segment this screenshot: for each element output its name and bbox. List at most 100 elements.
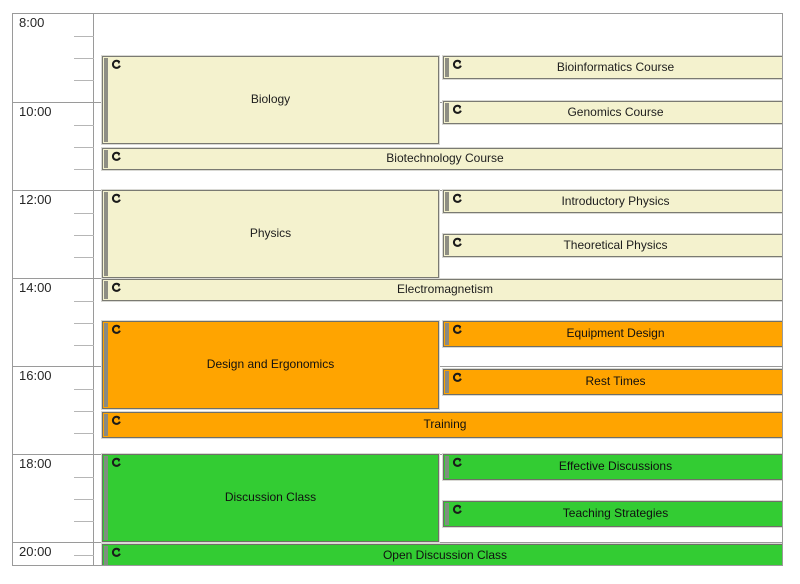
calendar-event-rest-times[interactable]: Rest Times [442, 368, 782, 396]
event-accent-bar [104, 456, 108, 540]
recurrence-icon [110, 456, 122, 468]
hour-row-1400: 14:00 [13, 278, 94, 366]
recurrence-icon [110, 58, 122, 70]
quarter-hour-tick [74, 433, 94, 434]
quarter-hour-tick [74, 301, 94, 302]
event-title: Biotechnology Course [386, 152, 504, 166]
event-accent-bar [104, 323, 108, 407]
event-accent-bar [445, 323, 449, 345]
calendar-event-design-and-ergonomics[interactable]: Design and Ergonomics [101, 320, 440, 410]
event-accent-bar [445, 371, 449, 393]
calendar-event-physics[interactable]: Physics [101, 189, 440, 279]
event-accent-bar [445, 192, 449, 211]
recurrence-icon [110, 192, 122, 204]
hour-label: 12:00 [19, 192, 52, 207]
calendar-event-genomics-course[interactable]: Genomics Course [442, 100, 782, 125]
event-title: Open Discussion Class [382, 549, 508, 563]
quarter-hour-tick [74, 345, 94, 346]
event-title: Bioinformatics Course [556, 60, 675, 74]
schedule-calendar[interactable]: 8:00 10:00 12:00 14:00 16:00 18:00 20:00 Biolo… [12, 13, 783, 566]
hour-grid-line [94, 278, 782, 279]
calendar-event-introductory-physics[interactable]: Introductory Physics [442, 189, 782, 214]
event-title: Electromagnetism [396, 283, 494, 297]
event-accent-bar [104, 150, 108, 168]
event-accent-bar [104, 58, 108, 142]
quarter-hour-tick [74, 521, 94, 522]
event-accent-bar [104, 192, 108, 276]
quarter-hour-tick [74, 411, 94, 412]
hour-label: 14:00 [19, 280, 52, 295]
calendar-event-biotechnology-course[interactable]: Biotechnology Course [101, 147, 782, 171]
hour-row-800: 8:00 [13, 14, 94, 102]
event-title: Equipment Design [566, 327, 665, 341]
event-accent-bar [445, 58, 449, 77]
event-title: Effective Discussions [558, 460, 673, 474]
recurrence-icon [110, 323, 122, 335]
calendar-event-biology[interactable]: Biology [101, 55, 440, 145]
event-title: Genomics Course [567, 105, 664, 119]
quarter-hour-tick [74, 213, 94, 214]
time-axis-gutter: 8:00 10:00 12:00 14:00 16:00 18:00 20:00 [13, 14, 94, 565]
event-accent-bar [104, 546, 108, 565]
recurrence-icon [451, 236, 463, 248]
quarter-hour-tick [74, 80, 94, 81]
hour-label: 18:00 [19, 456, 52, 471]
quarter-hour-tick [74, 36, 94, 37]
event-title: Physics [249, 227, 292, 241]
quarter-hour-tick [74, 499, 94, 500]
calendar-event-theoretical-physics[interactable]: Theoretical Physics [442, 233, 782, 258]
event-title: Biology [250, 93, 291, 107]
recurrence-icon [451, 371, 463, 383]
event-title: Training [423, 418, 467, 432]
recurrence-icon [110, 281, 122, 293]
event-title: Theoretical Physics [563, 238, 668, 252]
hour-row-1200: 12:00 [13, 190, 94, 278]
hour-label: 20:00 [19, 544, 52, 559]
event-accent-bar [445, 503, 449, 525]
calendar-event-open-discussion-class[interactable]: Open Discussion Class [101, 543, 782, 565]
event-accent-bar [104, 414, 108, 436]
hour-row-1600: 16:00 [13, 366, 94, 454]
hour-row-1800: 18:00 [13, 454, 94, 542]
quarter-hour-tick [74, 58, 94, 59]
recurrence-icon [451, 456, 463, 468]
quarter-hour-tick [74, 323, 94, 324]
quarter-hour-tick [74, 389, 94, 390]
recurrence-icon [110, 150, 122, 162]
quarter-hour-tick [74, 147, 94, 148]
quarter-hour-tick [74, 169, 94, 170]
event-title: Introductory Physics [561, 194, 670, 208]
hour-label: 16:00 [19, 368, 52, 383]
calendar-event-bioinformatics-course[interactable]: Bioinformatics Course [442, 55, 782, 80]
hour-label: 10:00 [19, 104, 52, 119]
recurrence-icon [451, 192, 463, 204]
event-title: Rest Times [585, 375, 646, 389]
event-title: Teaching Strategies [562, 507, 669, 521]
event-title: Discussion Class [224, 491, 317, 505]
recurrence-icon [451, 503, 463, 515]
event-accent-bar [445, 456, 449, 478]
calendar-event-effective-discussions[interactable]: Effective Discussions [442, 453, 782, 481]
quarter-hour-tick [74, 235, 94, 236]
hour-row-1000: 10:00 [13, 102, 94, 190]
calendar-event-electromagnetism[interactable]: Electromagnetism [101, 278, 782, 302]
recurrence-icon [110, 546, 122, 558]
hour-label: 8:00 [19, 15, 45, 30]
recurrence-icon [451, 58, 463, 70]
recurrence-icon [110, 414, 122, 426]
quarter-hour-tick [74, 125, 94, 126]
event-accent-bar [445, 103, 449, 122]
quarter-hour-tick [74, 477, 94, 478]
recurrence-icon [451, 103, 463, 115]
calendar-event-equipment-design[interactable]: Equipment Design [442, 320, 782, 348]
calendar-event-teaching-strategies[interactable]: Teaching Strategies [442, 500, 782, 528]
event-accent-bar [104, 281, 108, 299]
event-accent-bar [445, 236, 449, 255]
quarter-hour-tick [74, 555, 94, 556]
calendar-event-training[interactable]: Training [101, 411, 782, 439]
quarter-hour-tick [74, 257, 94, 258]
recurrence-icon [451, 323, 463, 335]
calendar-event-discussion-class[interactable]: Discussion Class [101, 453, 440, 543]
